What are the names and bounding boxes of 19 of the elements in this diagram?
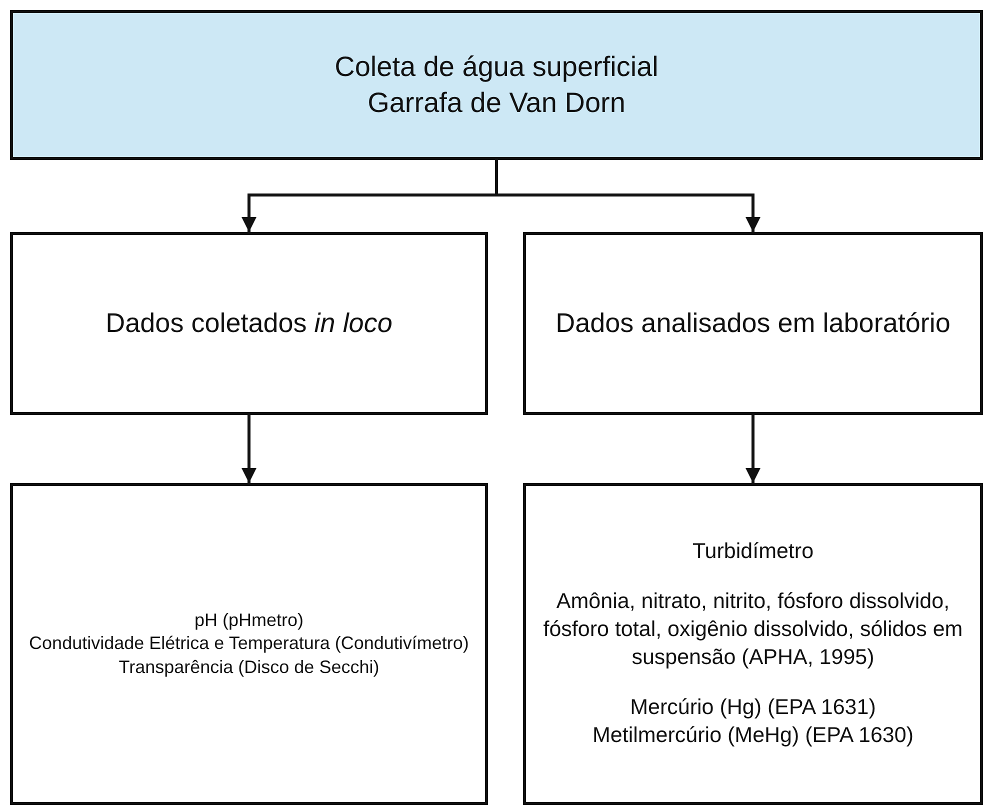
arrow <box>495 160 760 232</box>
box-text: Dados coletados in loco <box>104 306 394 340</box>
box-text: Amônia, nitrato, nitrito, fósforo dissolvido, fósforo total, oxigênio dissolvido, sólidos em suspensão (APHA, 1995) <box>542 588 964 671</box>
box-text: Garrafa de Van Dorn <box>366 86 626 120</box>
process-box <box>523 232 983 415</box>
process-box <box>523 483 983 805</box>
arrow <box>746 415 760 483</box>
process-box <box>10 483 488 805</box>
process-box <box>10 232 488 415</box>
header-box <box>10 10 983 160</box>
box-text: Mercúrio (Hg) (EPA 1631) <box>629 694 877 721</box>
box-text: Transparência (Disco de Secchi) <box>118 656 380 679</box>
arrow <box>242 415 256 483</box>
box-text: Dados analisados em laboratório <box>554 306 952 340</box>
box-text: pH (pHmetro) <box>193 608 305 632</box>
box-text: Metilmercúrio (MeHg) (EPA 1630) <box>592 722 914 749</box>
box-text: Coleta de água superficial <box>334 50 660 84</box>
box-text: Turbidímetro <box>691 538 815 566</box>
box-text: Condutividade Elétrica e Temperatura (Condutivímetro) <box>28 632 470 656</box>
